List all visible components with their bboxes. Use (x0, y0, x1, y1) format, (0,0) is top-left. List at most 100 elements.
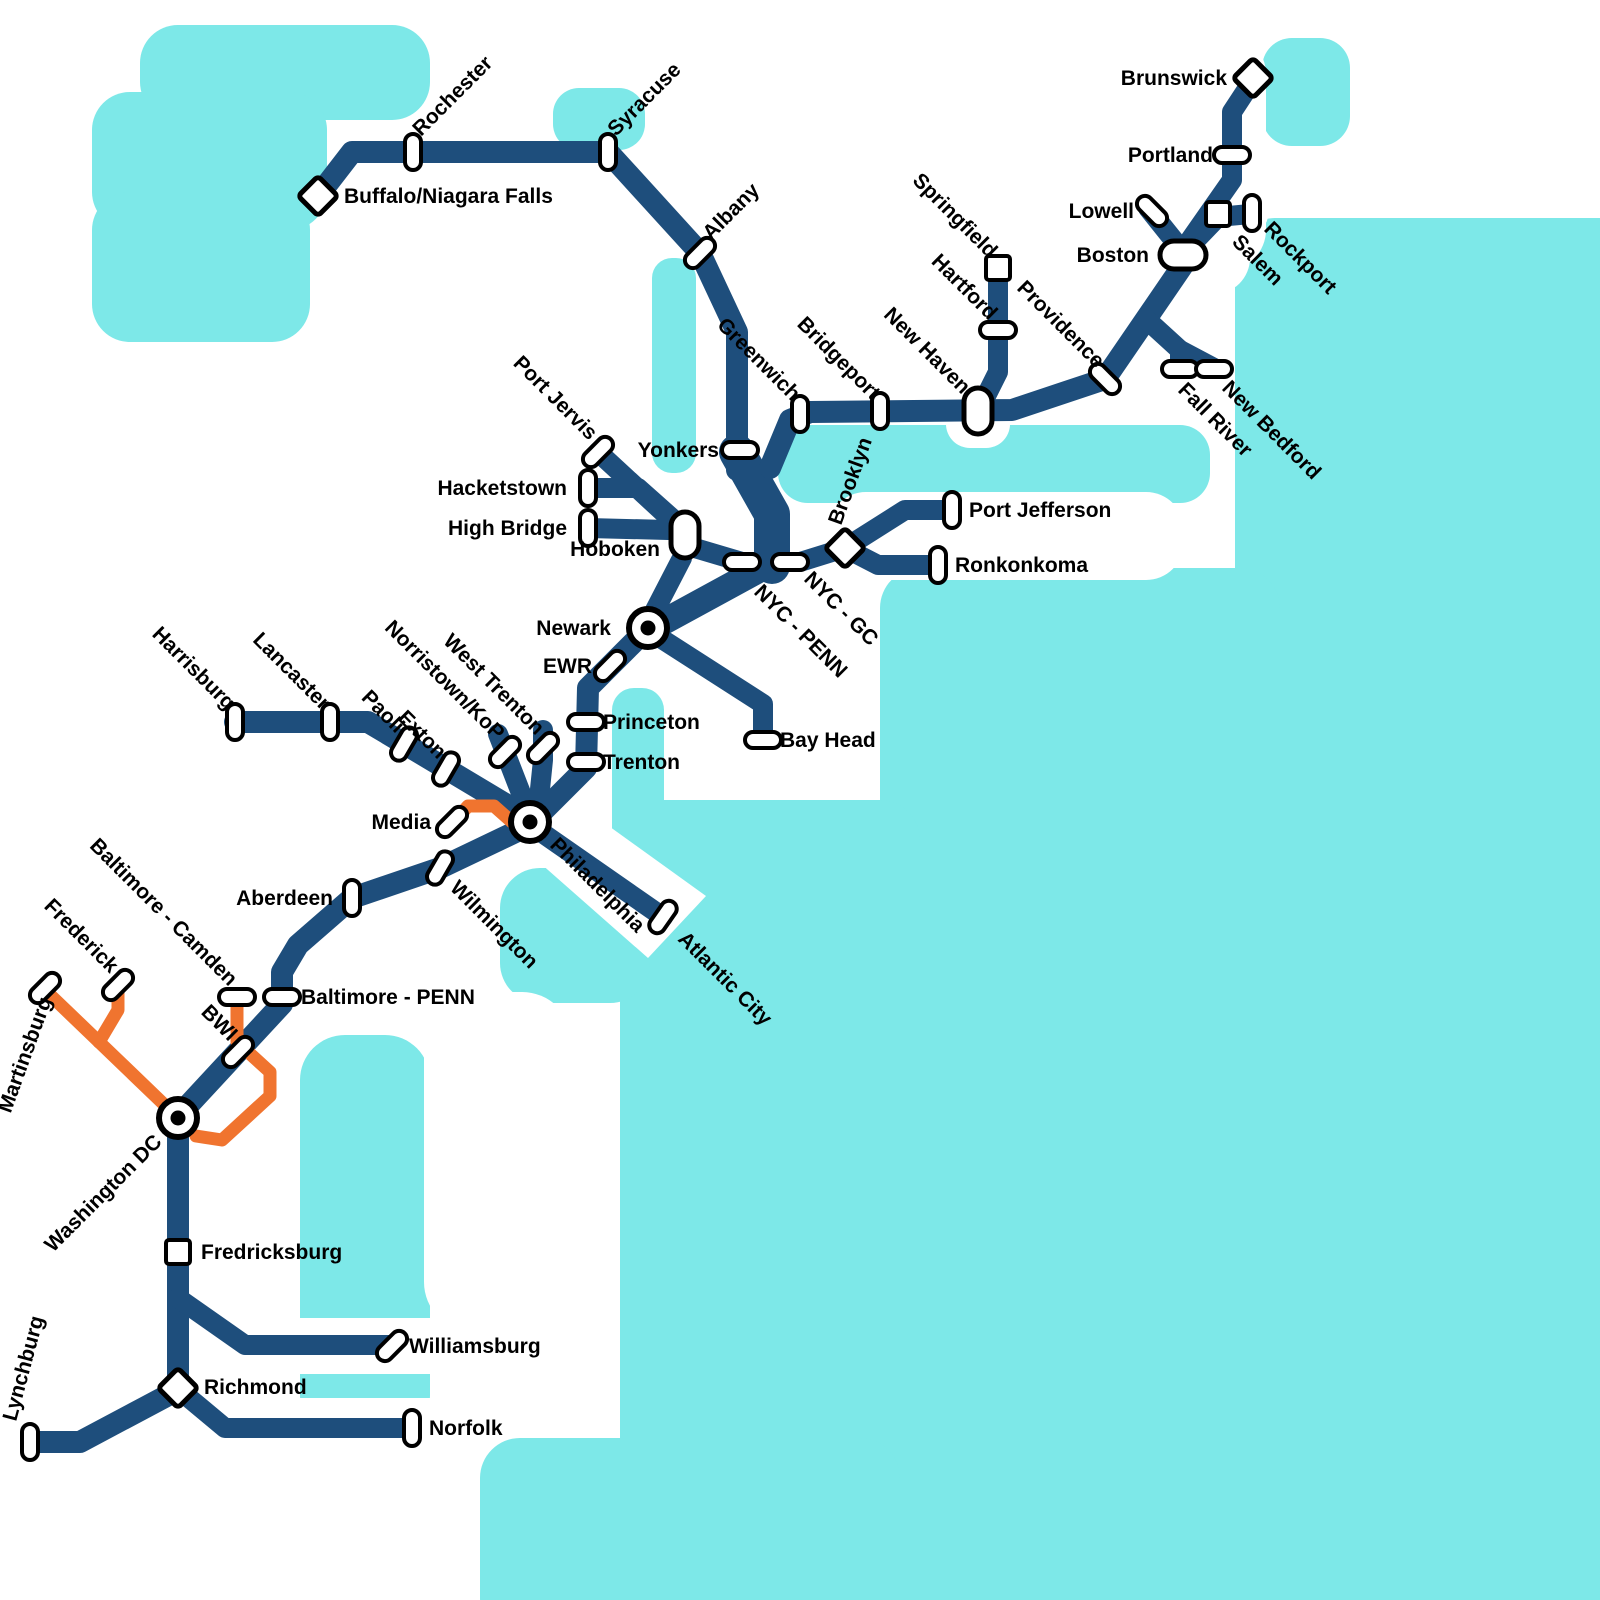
station-label-bay-head: Bay Head (780, 729, 876, 752)
station-marker-high-bridge (578, 508, 598, 548)
route-keystone (224, 711, 543, 831)
station-label-boston: Boston (1077, 244, 1149, 267)
station-marker-newark (626, 606, 670, 650)
route-atlantic-city-line (528, 820, 673, 927)
water-lake-west-2 (92, 192, 310, 342)
route-port-jefferson-branch (835, 500, 958, 558)
water-atlantic-northeast (1235, 218, 1600, 1600)
station-marker-martinsburg (27, 970, 63, 1006)
route-williamsburg-branch (168, 1288, 400, 1355)
station-marker-princeton (566, 712, 606, 732)
station-marker-layer (20, 57, 1274, 1462)
station-label-yonkers: Yonkers (638, 439, 719, 462)
station-marker-salem (1204, 200, 1232, 228)
route-shoreline-boston (759, 254, 1194, 479)
water-atlantic-long-island (880, 568, 1280, 1600)
station-label-lowell: Lowell (1069, 200, 1134, 223)
route-nyc-trunk (719, 434, 790, 584)
station-marker-lowell (1134, 193, 1170, 229)
station-marker-baltimore-penn (262, 987, 302, 1007)
water-atlantic-nj-delmarva (620, 800, 920, 1600)
station-marker-washington-dc (156, 1096, 200, 1140)
station-marker-buffalo-niagara-falls (297, 175, 339, 217)
station-marker-brooklyn (824, 527, 866, 569)
station-marker-new-bedford (1194, 359, 1234, 379)
station-marker-nyc-gc (770, 552, 810, 572)
station-marker-providence (1087, 361, 1123, 397)
station-marker-frederick (100, 967, 136, 1003)
station-marker-fall-river (1160, 359, 1200, 379)
station-label-ronkonkoma: Ronkonkoma (955, 554, 1088, 577)
station-marker-norristown-kop (487, 734, 523, 770)
station-marker-bridgeport (870, 391, 890, 431)
water-long-island-sound (778, 425, 1210, 503)
station-marker-hartford (978, 320, 1018, 340)
station-label-high-bridge: High Bridge (448, 517, 567, 540)
station-marker-greenwich (790, 394, 810, 434)
station-marker-ronkonkoma (928, 545, 948, 585)
station-label-brunswick: Brunswick (1121, 67, 1228, 90)
station-marker-newark-inner (640, 620, 656, 636)
station-marker-albany (682, 235, 718, 271)
station-label-media: Media (371, 811, 431, 834)
station-marker-hoboken (668, 509, 702, 561)
station-marker-williamsburg (374, 1328, 410, 1364)
station-marker-port-jervis (580, 434, 616, 470)
station-label-trenton: Trenton (603, 751, 680, 774)
station-marker-brunswick (1232, 57, 1274, 99)
station-label-ewr: EWR (543, 655, 592, 678)
station-label-baltimore-penn: Baltimore - PENN (301, 986, 475, 1009)
station-marker-west-trenton (525, 730, 561, 766)
station-label-richmond: Richmond (204, 1376, 307, 1399)
station-marker-atlantic-city (647, 898, 679, 936)
station-label-princeton: Princeton (603, 711, 700, 734)
station-marker-portland (1212, 145, 1252, 165)
station-marker-bay-head (743, 730, 783, 750)
station-marker-springfield (984, 254, 1012, 282)
water-lake-oneida (553, 88, 645, 150)
station-marker-washington-dc-inner (170, 1110, 186, 1126)
station-marker-baltimore-camden (217, 987, 257, 1007)
station-marker-aberdeen (342, 878, 362, 918)
station-label-norfolk: Norfolk (429, 1417, 503, 1440)
route-high-bridge-branch (578, 518, 678, 540)
route-hoboken-newark-link (642, 548, 692, 626)
water-bottom-sound (480, 1438, 900, 1600)
route-marc-camden (189, 997, 277, 1147)
station-marker-media (434, 804, 470, 840)
route-marc-brunswick (38, 983, 181, 1121)
route-lynchburg-line (21, 1381, 185, 1453)
station-marker-syracuse (598, 132, 618, 172)
station-marker-lancaster (320, 702, 340, 742)
station-label-hoboken: Hoboken (570, 538, 660, 561)
land-delmarva-peninsula (424, 992, 572, 1332)
station-label-port-jefferson: Port Jefferson (969, 499, 1111, 522)
station-marker-nyc-penn (722, 552, 762, 572)
station-marker-bwi (220, 1034, 256, 1070)
station-marker-rockport (1242, 193, 1262, 233)
station-marker-wilmington (425, 849, 455, 887)
station-marker-trenton (566, 752, 606, 772)
station-marker-exton (431, 750, 461, 788)
station-marker-new-haven (961, 385, 995, 437)
route-norfolk-line (173, 1383, 420, 1438)
station-label-portland: Portland (1128, 144, 1213, 167)
route-hacketstown-branch (578, 478, 684, 530)
station-marker-ewr (592, 648, 628, 684)
water-hudson-river (652, 258, 696, 473)
station-marker-lynchburg (20, 1422, 40, 1462)
station-label-hacketstown: Hacketstown (437, 477, 567, 500)
station-marker-paoli (389, 725, 419, 763)
station-marker-rochester (403, 132, 423, 172)
station-label-williamsburg: Williamsburg (409, 1335, 541, 1358)
station-label-buffalo-niagara-falls: Buffalo/Niagara Falls (344, 185, 553, 208)
route-bay-head-branch (644, 624, 773, 748)
station-marker-norfolk (402, 1408, 422, 1448)
station-marker-hacketstown (578, 468, 598, 508)
station-marker-philadelphia-inner (522, 814, 538, 830)
station-marker-port-jefferson (942, 490, 962, 530)
station-marker-yonkers (720, 440, 760, 460)
station-marker-fredricksburg (164, 1238, 192, 1266)
